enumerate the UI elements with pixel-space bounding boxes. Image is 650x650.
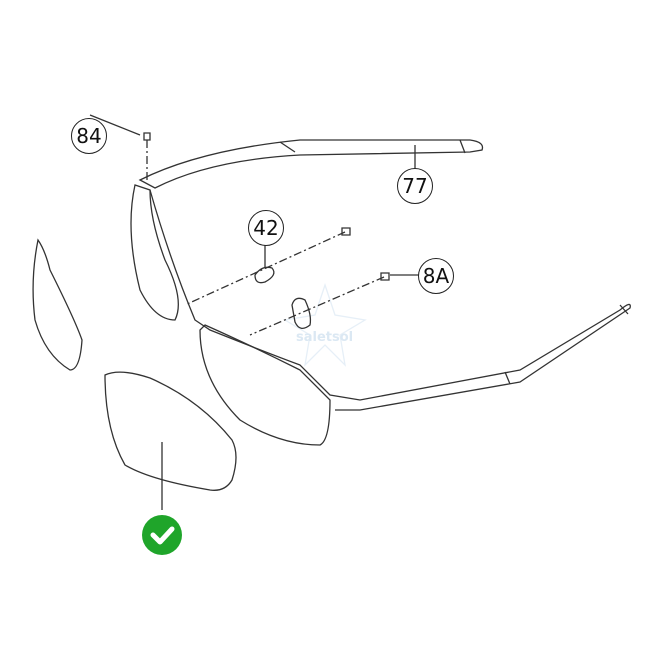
callout-42[interactable]: 42 — [248, 210, 284, 246]
screw-84 — [143, 132, 151, 141]
frame-right-rim — [199, 324, 331, 446]
lens-right — [104, 371, 237, 491]
nose-pad-8A — [291, 297, 312, 329]
temple-left — [138, 139, 484, 189]
callout-77[interactable]: 77 — [397, 168, 433, 204]
lens-left — [32, 238, 83, 371]
callout-84[interactable]: 84 — [71, 118, 107, 154]
frame-left-rim — [130, 184, 179, 321]
nose-pad-42 — [254, 266, 275, 284]
screw-8A — [380, 272, 390, 281]
check-circle-icon[interactable] — [142, 515, 182, 555]
watermark: saletsol — [296, 330, 354, 345]
screw-42 — [341, 227, 351, 236]
callout-8A[interactable]: 8A — [418, 258, 454, 294]
